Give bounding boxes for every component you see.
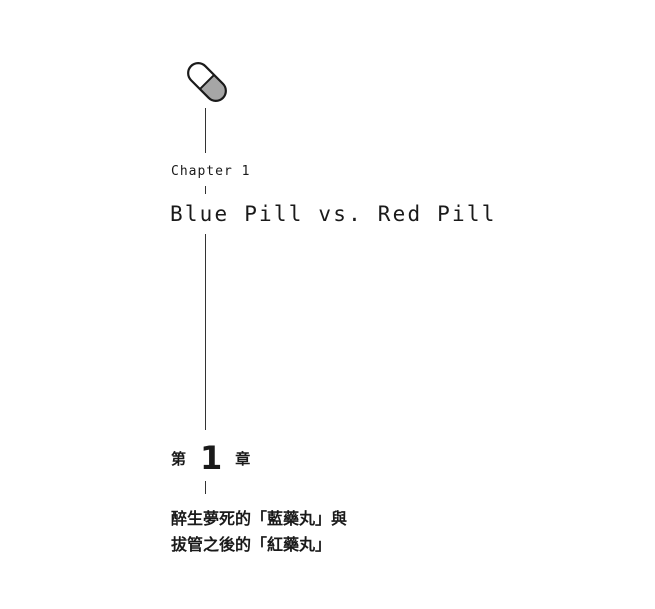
connector-line-long <box>205 234 206 430</box>
chapter-prefix: 第 <box>171 449 187 468</box>
connector-line-bottom <box>205 481 206 494</box>
pill-capsule-icon <box>184 59 230 105</box>
subtitle-line-1: 醉生夢死的「藍藥丸」與 <box>171 509 348 528</box>
chapter-title: Blue Pill vs. Red Pill <box>170 202 497 226</box>
connector-line-middle <box>205 186 206 194</box>
connector-line-top <box>205 108 206 153</box>
subtitle-line-2: 拔管之後的「紅藥丸」 <box>171 535 332 554</box>
chapter-number: 1 <box>200 439 223 477</box>
chapter-subtitle: 醉生夢死的「藍藥丸」與 拔管之後的「紅藥丸」 <box>171 506 347 558</box>
chapter-label: Chapter 1 <box>171 164 251 179</box>
chapter-suffix: 章 <box>235 449 251 468</box>
chapter-heading-cjk: 第 1 章 <box>171 440 250 476</box>
